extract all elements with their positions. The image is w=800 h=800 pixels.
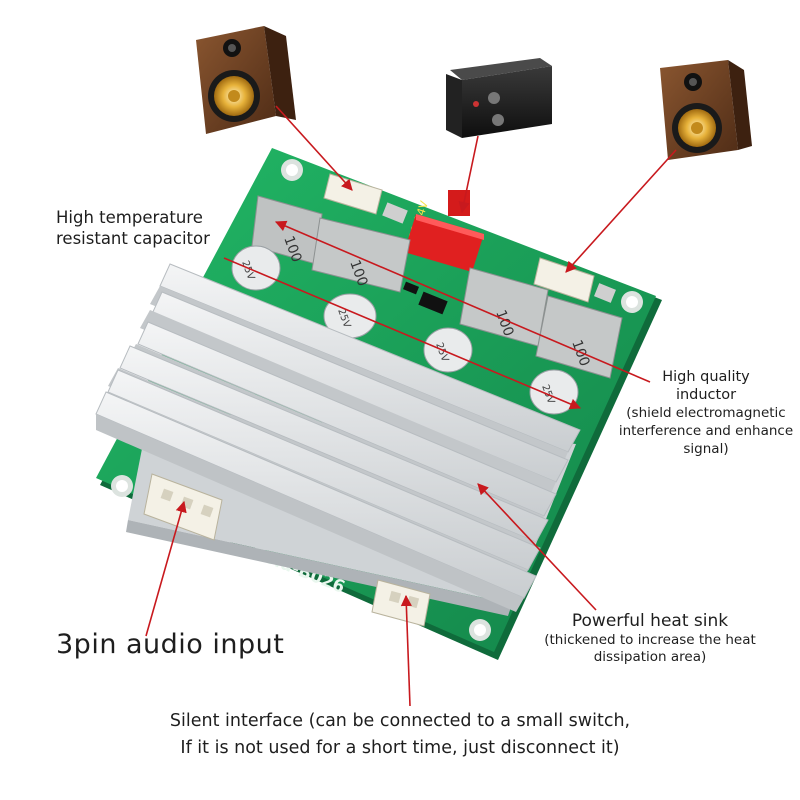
power-supply-unit [446, 58, 552, 138]
inductor-4: 100 [535, 295, 623, 379]
capacitor-4: 25V [529, 369, 579, 415]
heat-sink [95, 263, 581, 616]
arrow-power-supply [458, 135, 479, 214]
silent-interface-line-1: Silent interface (can be connected to a … [169, 711, 631, 731]
capacitor-3: 25V [423, 327, 473, 373]
capacitor-label-line-2: resistant capacitor [56, 228, 210, 248]
silent-interface-label: Silent interface (can be connected to a … [0, 708, 800, 762]
inductor-note-line-3: signal) [683, 441, 729, 457]
heat-sink-note-line-2: dissipation area) [593, 649, 707, 665]
capacitor-1: 25V [231, 245, 281, 291]
arrow-left-speaker [275, 105, 353, 191]
heat-sink-title: Powerful heat sink [571, 611, 729, 631]
heat-sink-note-line-1: (thickened to increase the heat [544, 632, 756, 648]
arrow-right-speaker [565, 149, 677, 273]
inductor-label: High quality inductor (shield electromag… [612, 368, 800, 458]
capacitor-label-line-1: High temperature [56, 208, 203, 227]
arrow-silent-interface [400, 594, 412, 707]
capacitor-label: High temperature resistant capacitor [56, 208, 210, 249]
arrow-audio-input [145, 500, 187, 637]
arrow-heat-sink [477, 483, 597, 611]
audio-input-label: 3pin audio input [56, 629, 285, 660]
inductor-2: 100 [311, 217, 411, 293]
right-speaker [660, 60, 752, 160]
speaker-output-connector-left [323, 173, 383, 215]
left-speaker [196, 26, 296, 134]
heat-sink-fins [95, 263, 581, 612]
arrow-inductor [274, 220, 651, 383]
inductor-note-line-1: (shield electromagnetic [626, 405, 786, 421]
inductor-title-line-2: inductor [675, 387, 737, 403]
inductor-title-line-1: High quality [662, 369, 750, 385]
arrow-capacitor [223, 257, 582, 410]
silent-interface-line-2: If it is not used for a short time, just… [180, 738, 620, 758]
annotation-arrows [145, 105, 677, 707]
inductor-note-line-2: interference and enhance [618, 423, 794, 439]
heat-sink-label: Powerful heat sink (thickened to increas… [520, 610, 780, 666]
